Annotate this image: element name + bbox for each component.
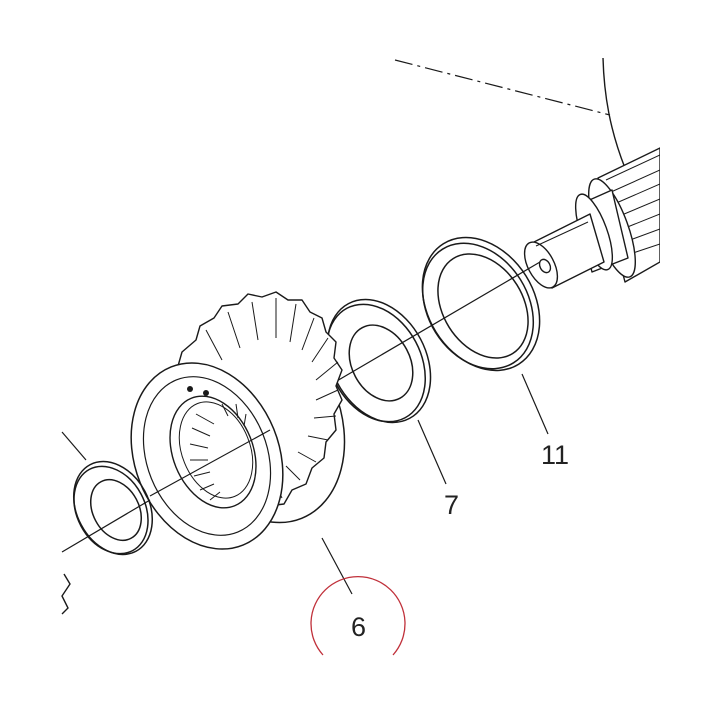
axis-centerline-left (61, 499, 151, 553)
housing-edge-line (602, 57, 626, 169)
left-washer (73, 460, 153, 556)
leader-7 (417, 419, 447, 485)
callout-label-11: 11 (541, 440, 570, 470)
axis-centerline-top (394, 59, 611, 116)
thrust-washer-11 (421, 236, 541, 372)
highlight-circle-6 (310, 575, 406, 656)
leader-11 (521, 373, 549, 435)
leader-6 (321, 537, 353, 595)
axis-centerline-gear (149, 429, 271, 497)
adjacent-part-edge (61, 573, 71, 615)
leader-left-washer (61, 431, 87, 461)
gear-6 (130, 291, 346, 550)
callout-label-7: 7 (444, 490, 460, 520)
callout-label-6: 6 (351, 612, 367, 642)
axis-centerline-main (329, 261, 541, 386)
main-shaft (523, 147, 660, 289)
